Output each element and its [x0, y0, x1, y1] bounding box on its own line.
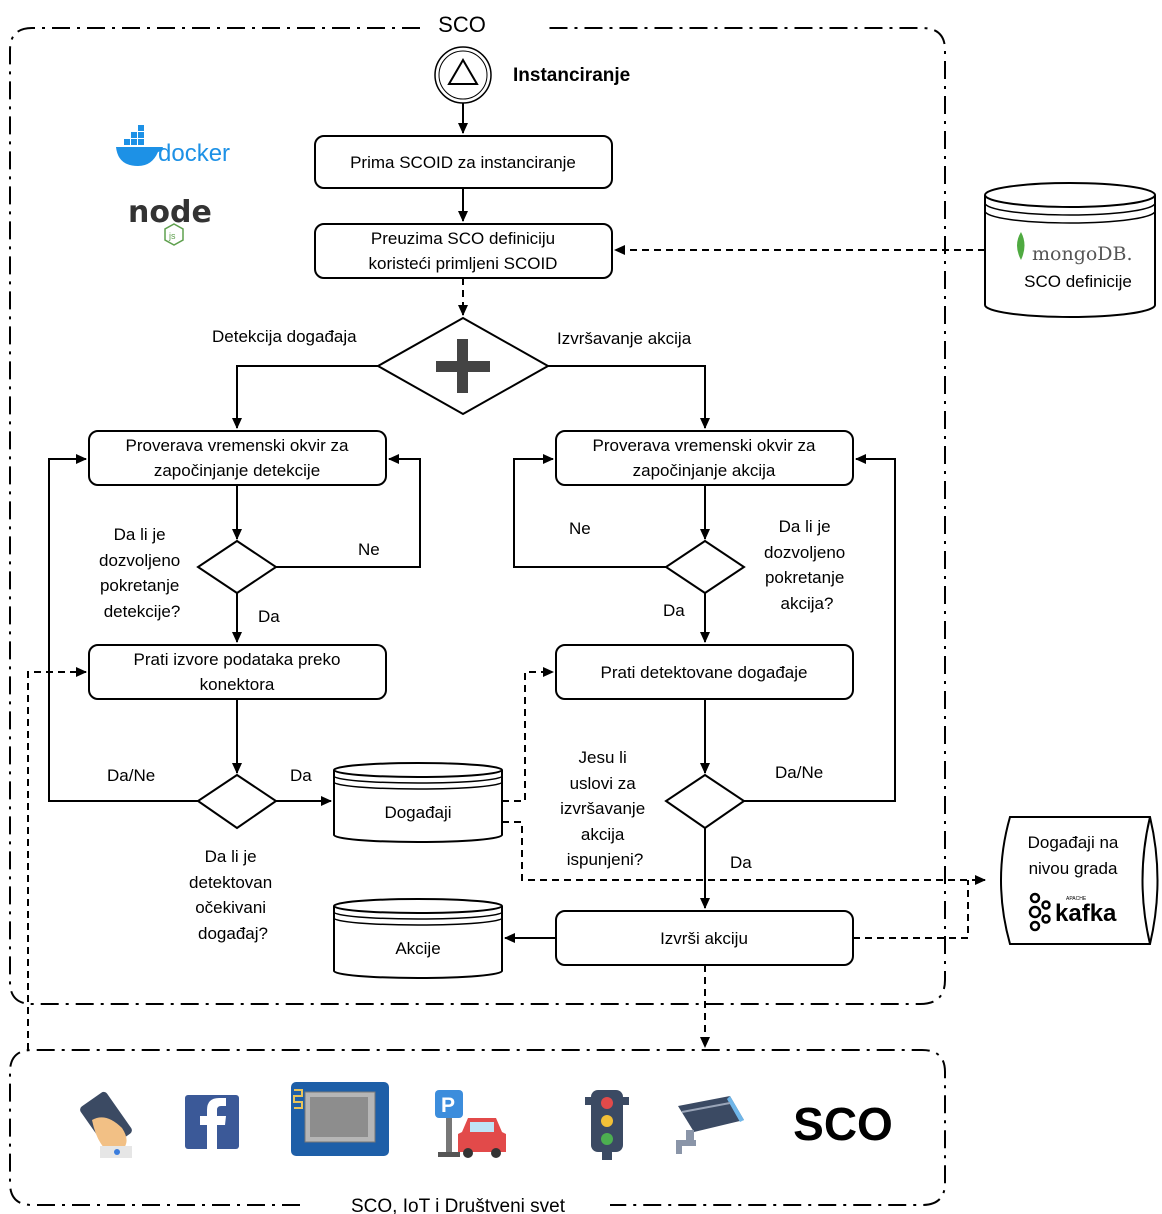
city-events-label-2: nivou grada: [1029, 859, 1118, 878]
gateway-left-label: Detekcija događaja: [212, 327, 357, 346]
security-camera-icon: [676, 1096, 744, 1154]
city-events-label-1: Događaji na: [1028, 833, 1119, 852]
question-detection-allowed: Da li je dozvoljeno pokretanje detekcije…: [99, 525, 185, 621]
kafka-wordmark: kafka: [1055, 900, 1117, 927]
start-label: Instanciranje: [513, 65, 630, 86]
esp-board-icon: [291, 1082, 389, 1156]
check-detection-text-1: Proverava vremenski okvir za: [126, 436, 350, 455]
docker-logo: docker: [116, 125, 230, 167]
monitor-sources-text-2: konektora: [200, 675, 275, 694]
smartphone-hand-icon: [80, 1091, 132, 1158]
decision-conditions-met: [664, 773, 746, 830]
question-actions-allowed: Da li je dozvoljeno pokretanje akcija?: [764, 517, 850, 613]
edge-label-act-yes: Da: [663, 601, 685, 620]
mongodb-store: mongoDB.: [984, 182, 1156, 318]
edge-label-det-no: Ne: [358, 540, 380, 559]
node-logo: node js: [128, 195, 212, 246]
sequence-flows: [48, 103, 896, 943]
monitor-sources-text-1: Prati izvore podataka preko: [134, 650, 341, 669]
decision-detection-allowed: [196, 539, 278, 595]
edge-label-detected-yes: Da: [290, 766, 312, 785]
edge-label-det-yes: Da: [258, 607, 280, 626]
bottom-container: [9, 1049, 946, 1206]
gateway-right-label: Izvršavanje akcija: [557, 329, 692, 348]
facebook-icon: [185, 1095, 239, 1149]
events-store: [333, 762, 503, 843]
bottom-container-title: SCO, IoT i Društveni svet: [351, 1196, 566, 1214]
question-event-detected: Da li je detektovan očekivani događaj?: [189, 847, 277, 943]
monitor-events-text: Prati detektovane događaje: [601, 663, 808, 682]
parking-car-icon: P: [435, 1090, 506, 1158]
mongodb-wordmark: mongoDB.: [1032, 243, 1133, 265]
actions-store-label: Akcije: [395, 939, 440, 958]
svg-text:P: P: [441, 1094, 455, 1117]
edge-label-conditions-yesno: Da/Ne: [775, 763, 823, 782]
edge-label-act-no: Ne: [569, 519, 591, 538]
docker-wordmark: docker: [158, 140, 230, 167]
check-detection-text-2: započinjanje detekcije: [154, 461, 320, 480]
question-conditions-met: Jesu li uslovi za izvršavanje akcija isp…: [560, 748, 650, 869]
decision-event-detected: [196, 773, 278, 830]
node-wordmark: node: [128, 195, 212, 230]
receive-scoid-text: Prima SCOID za instanciranje: [350, 153, 576, 172]
sco-container: [9, 27, 946, 1005]
node-js-mark: js: [168, 231, 176, 241]
fetch-definition-text-2: koristeći primljeni SCOID: [369, 254, 558, 273]
kafka-small-mark: APACHE: [1066, 896, 1087, 902]
check-actions-text-2: započinjanje akcija: [633, 461, 776, 480]
edge-label-detected-yesno: Da/Ne: [107, 766, 155, 785]
kafka-logo: APACHE kafka: [1028, 892, 1117, 932]
bottom-sco-label: SCO: [793, 1098, 893, 1150]
triangle-icon: [447, 58, 479, 85]
fetch-definition-text-1: Preuzima SCO definiciju: [371, 229, 555, 248]
check-actions-text-1: Proverava vremenski okvir za: [593, 436, 817, 455]
execute-action-text: Izvrši akciju: [660, 929, 748, 948]
start-event: [434, 46, 492, 104]
traffic-light-icon: [585, 1090, 629, 1160]
sco-container-title: SCO: [438, 12, 486, 37]
edge-label-conditions-yes: Da: [730, 853, 752, 872]
data-associations: [27, 245, 986, 1050]
actions-store: [333, 898, 503, 979]
mongodb-leaf-icon: [1017, 232, 1025, 260]
events-store-label: Događaji: [384, 803, 451, 822]
mongodb-caption: SCO definicije: [1024, 272, 1132, 291]
decision-actions-allowed: [664, 539, 746, 595]
